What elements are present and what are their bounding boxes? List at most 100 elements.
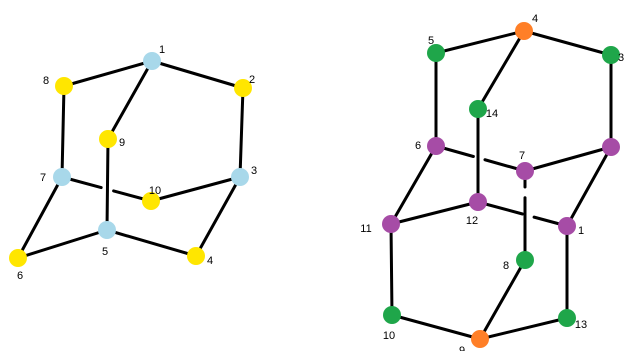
- right-graph-edge-9-13: [478, 316, 569, 341]
- right-graph-node-label-9: 9: [459, 345, 465, 351]
- left-graph-node-1: 1: [143, 44, 165, 70]
- left-graph-node-2: 2: [234, 74, 255, 97]
- right-graph-node-circle-12: [469, 193, 487, 211]
- left-graph-node-circle-2: [234, 79, 252, 97]
- right-graph-node-circle-r3: [602, 138, 620, 156]
- left-graph-node-circle-10: [142, 192, 160, 210]
- left-graph-node-9: 9: [99, 130, 125, 149]
- right-graph-node-label-7: 7: [519, 150, 525, 162]
- left-graph-node-label-3: 3: [251, 165, 257, 177]
- right-graph-node-circle-14: [469, 100, 487, 118]
- right-graph-node-label-6: 6: [415, 140, 421, 152]
- right-graph-node-14: 14: [469, 100, 498, 120]
- left-graph-edge-9-5: [105, 137, 110, 232]
- right-graph-node-circle-13: [558, 309, 576, 327]
- left-graph-node-label-10: 10: [149, 185, 161, 197]
- left-graph-node-label-6: 6: [17, 270, 23, 282]
- right-graph-edge-4-3: [522, 29, 613, 57]
- left-graph-edge-1-2: [150, 59, 245, 90]
- left-graph-edge-1-9: [106, 59, 154, 141]
- left-graph-node-circle-9: [99, 130, 117, 148]
- left-graph-node-circle-1: [143, 52, 161, 70]
- right-graph-node-label-1: 1: [578, 225, 584, 237]
- right-graph-node-11: 11: [360, 215, 400, 235]
- right-graph-node-circle-5: [427, 44, 445, 62]
- left-graph-node-8: 8: [43, 75, 73, 95]
- right-graph-node-r3: [602, 138, 620, 156]
- right-graph-edge-11-10: [389, 222, 394, 317]
- left-graph-edge-7-6: [16, 175, 64, 260]
- right-graph-node-9: 9: [459, 330, 489, 351]
- right-graph-node-circle-4: [515, 22, 533, 40]
- right-graph-node-label-14: 14: [486, 108, 498, 120]
- left-graph-node-6: 6: [9, 249, 27, 282]
- right-graph-node-circle-6: [427, 137, 445, 155]
- right-graph-node-label-13: 13: [575, 319, 587, 331]
- left-graph-edge-6-5: [16, 228, 109, 260]
- right-graph-node-7: 7: [516, 150, 534, 180]
- right-graph-edge-11-12: [389, 200, 480, 226]
- left-graph-node-label-5: 5: [102, 246, 108, 258]
- left-graph-node-4: 4: [187, 247, 213, 267]
- right-graph-node-label-12: 12: [466, 215, 478, 227]
- left-graph-edge-2-3: [238, 86, 245, 179]
- left-graph-node-label-9: 9: [119, 137, 125, 149]
- right-graph-edge-7-r3: [523, 145, 613, 173]
- left-graph-edge-10-3: [149, 175, 242, 203]
- left-graph-edge-8-1: [62, 59, 154, 88]
- left-graph-node-circle-7: [53, 168, 71, 186]
- left-graph-node-3: 3: [231, 165, 257, 186]
- right-graph-node-circle-7: [516, 162, 534, 180]
- left-graph-edge-8-7: [60, 84, 66, 179]
- right-graph-node-label-10: 10: [383, 330, 395, 342]
- right-graph-node-circle-3: [602, 46, 620, 64]
- right-graph-node-label-8: 8: [503, 260, 509, 272]
- left-graph-node-label-4: 4: [207, 255, 213, 267]
- right-graph-edges: [389, 29, 613, 341]
- right-graph-edge-4-14: [476, 29, 526, 111]
- right-graph-node-13: 13: [558, 309, 587, 331]
- left-graph-node-label-7: 7: [40, 172, 46, 184]
- left-graph-node-label-1: 1: [159, 44, 165, 56]
- right-graph-node-label-4: 4: [532, 13, 538, 25]
- left-graph-nodes: 1 2 3 4 5 6 7 8 9 10: [9, 44, 257, 282]
- left-graph-node-label-8: 8: [43, 75, 49, 87]
- left-graph-node-circle-6: [9, 249, 27, 267]
- right-graph-node-6: 6: [415, 137, 445, 155]
- left-graph-edges: [16, 59, 245, 260]
- right-graph-node-10: 10: [383, 306, 401, 342]
- left-graph-node-circle-8: [55, 77, 73, 95]
- right-graph-node-12: 12: [466, 193, 487, 227]
- left-graph-node-10: 10: [142, 185, 161, 210]
- left-graph-node-circle-3: [231, 168, 249, 186]
- right-graph-edge-5-4: [434, 29, 526, 55]
- right-graph-node-label-11: 11: [360, 223, 371, 235]
- right-graph-node-3: 3: [602, 46, 624, 64]
- right-graph-node-8: 8: [503, 251, 534, 272]
- right-graph-edge-r3-1: [565, 145, 613, 228]
- left-graph: 1 2 3 4 5 6 7 8 9 10: [9, 44, 257, 282]
- right-graph-node-4: 4: [515, 13, 538, 40]
- left-graph-node-7: 7: [40, 168, 71, 186]
- left-graph-node-5: 5: [98, 221, 116, 258]
- right-graph-node-circle-10: [383, 306, 401, 324]
- right-graph-node-1: 1: [558, 217, 584, 237]
- right-graph-edge-10-9: [390, 313, 482, 341]
- right-graph-node-label-5: 5: [428, 35, 434, 47]
- left-graph-node-circle-4: [187, 247, 205, 265]
- left-graph-edge-5-4: [105, 228, 198, 258]
- right-graph-node-label-3: 3: [618, 52, 624, 64]
- right-graph-node-5: 5: [427, 35, 445, 62]
- right-graph-node-circle-9: [471, 330, 489, 348]
- right-graph-node-circle-1: [558, 217, 576, 235]
- left-graph-node-label-2: 2: [249, 74, 255, 86]
- right-graph-edge-9-8: [478, 258, 527, 341]
- right-graph-edge-6-11: [389, 144, 438, 226]
- left-graph-node-circle-5: [98, 221, 116, 239]
- right-graph-node-circle-8: [516, 251, 534, 269]
- right-graph-node-circle-11: [382, 215, 400, 233]
- left-graph-edge-4-3: [194, 175, 242, 258]
